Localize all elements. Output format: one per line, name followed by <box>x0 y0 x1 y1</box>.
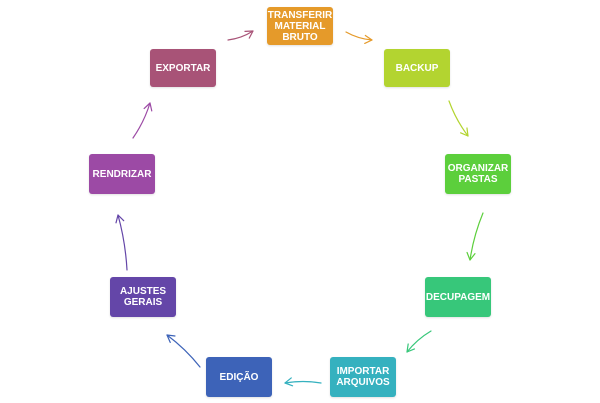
connector-arrow <box>448 100 469 137</box>
connector-arrow <box>166 334 201 368</box>
connector-arrow <box>466 212 484 261</box>
step-exportar: EXPORTAR <box>150 49 216 87</box>
step-ajustes-gerais: AJUSTES GERAIS <box>110 277 176 317</box>
step-transferir-material-bruto: TRANSFERIR MATERIAL BRUTO <box>267 7 333 45</box>
step-label: BACKUP <box>395 62 439 74</box>
step-label: EXPORTAR <box>155 62 211 74</box>
step-label: EDIÇÃO <box>219 371 259 383</box>
step-label: DECUPAGEM <box>425 291 491 303</box>
step-label: IMPORTAR ARQUIVOS <box>336 366 390 388</box>
step-label: RENDRIZAR <box>92 168 152 180</box>
step-rendrizar: RENDRIZAR <box>89 154 155 194</box>
connector-arrow <box>115 214 128 271</box>
connector-arrow <box>284 377 322 387</box>
step-label: AJUSTES GERAIS <box>119 286 167 308</box>
step-label: ORGANIZAR PASTAS <box>447 163 509 185</box>
step-edicao: EDIÇÃO <box>206 357 272 397</box>
connector-arrow <box>132 102 153 139</box>
connector-arrow <box>227 30 254 41</box>
connector-arrow <box>406 330 432 353</box>
connector-arrow <box>345 31 373 45</box>
step-organizar-pastas: ORGANIZAR PASTAS <box>445 154 511 194</box>
step-importar-arquivos: IMPORTAR ARQUIVOS <box>330 357 396 397</box>
step-label: TRANSFERIR MATERIAL BRUTO <box>267 9 333 43</box>
step-backup: BACKUP <box>384 49 450 87</box>
step-decupagem: DECUPAGEM <box>425 277 491 317</box>
